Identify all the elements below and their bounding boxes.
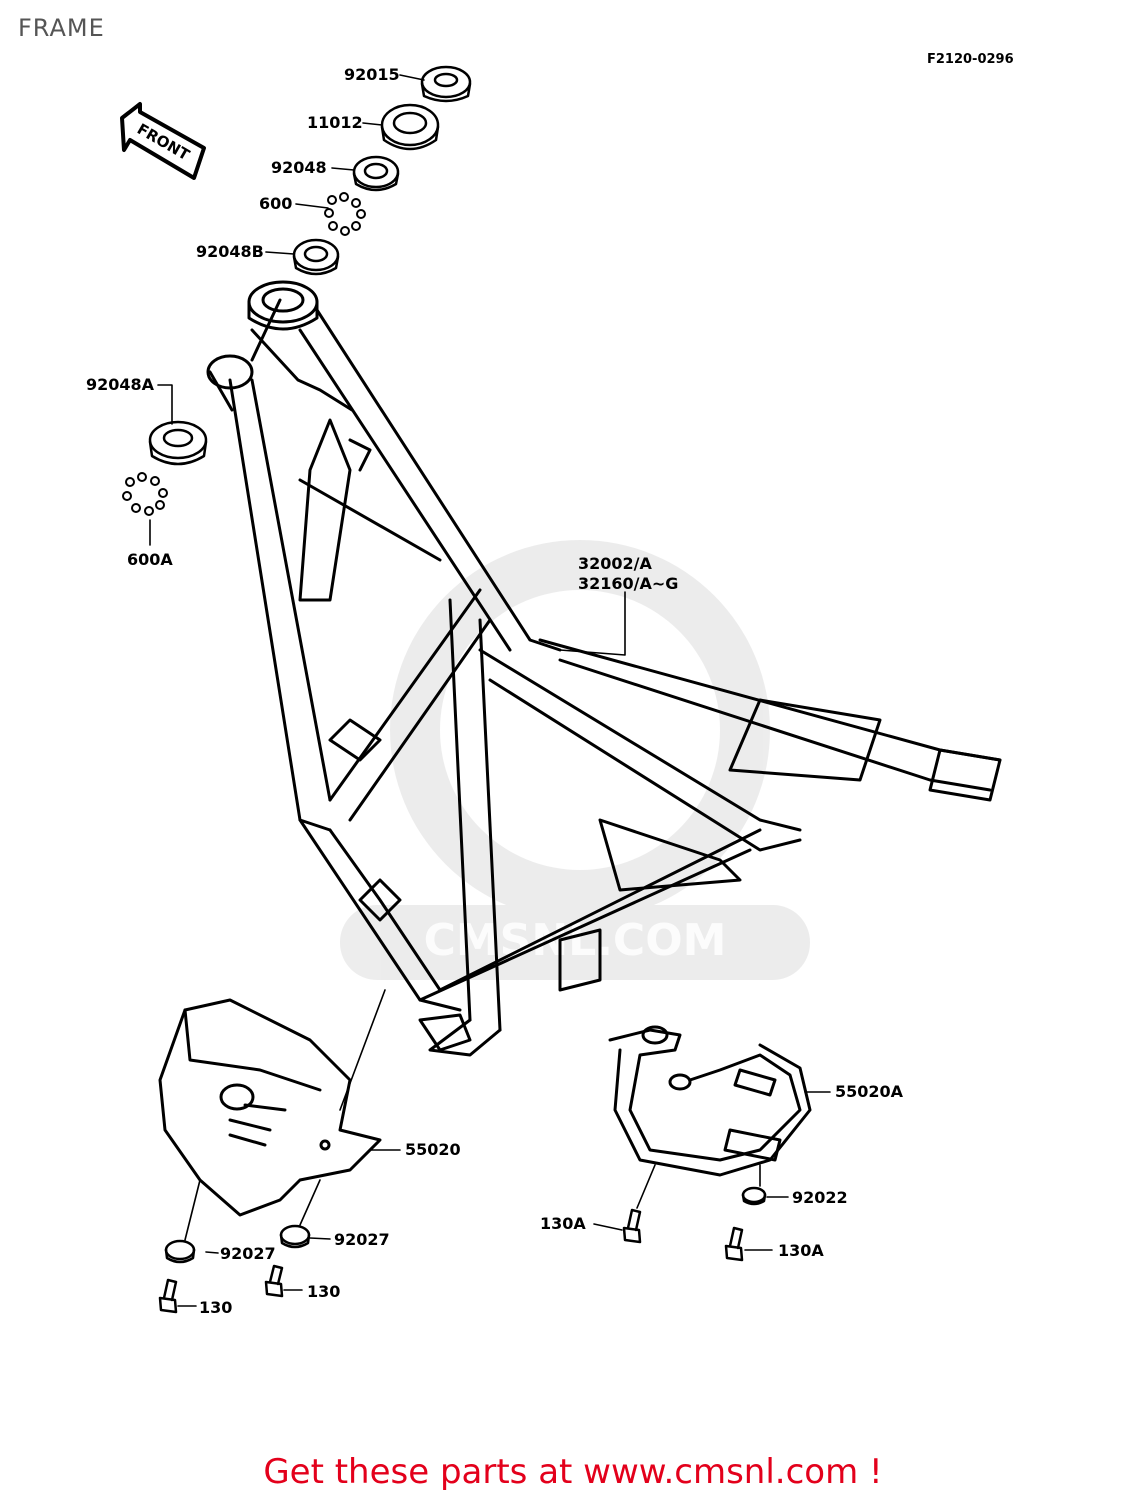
callout-130-right: 130 bbox=[307, 1282, 341, 1301]
nut-92027-right bbox=[279, 1224, 311, 1249]
callout-92022: 92022 bbox=[792, 1188, 848, 1207]
callout-92048: 92048 bbox=[271, 158, 327, 177]
callout-92027-left: 92027 bbox=[220, 1244, 276, 1263]
bolt-130-left bbox=[158, 1278, 178, 1314]
frame-diagram: CMSNL.COM FRONT bbox=[120, 65, 1002, 1314]
watermark-logo bbox=[340, 540, 810, 980]
nut-92027-left bbox=[164, 1239, 196, 1264]
main-frame bbox=[206, 280, 1002, 1057]
nut-92022 bbox=[741, 1186, 767, 1206]
bolt-130a-right bbox=[724, 1226, 744, 1262]
skid-plate-55020 bbox=[158, 998, 382, 1217]
callout-92015: 92015 bbox=[344, 65, 400, 84]
ball-ring-600 bbox=[324, 192, 366, 236]
callout-55020: 55020 bbox=[405, 1140, 461, 1159]
race-92048 bbox=[352, 155, 400, 192]
nut-92015 bbox=[420, 65, 472, 103]
callout-600: 600 bbox=[259, 194, 293, 213]
callout-92048b: 92048B bbox=[196, 242, 264, 261]
callout-32002: 32002/A bbox=[578, 554, 652, 573]
leader-lines bbox=[149, 74, 831, 1307]
callout-11012: 11012 bbox=[307, 113, 363, 132]
ball-ring-600a bbox=[122, 472, 168, 516]
bolt-130a-left bbox=[622, 1208, 642, 1244]
cmsnl-footer-link[interactable]: Get these parts at www.cmsnl.com ! bbox=[263, 1452, 883, 1492]
guard-55020a bbox=[608, 1025, 812, 1177]
seal-11012 bbox=[380, 103, 440, 151]
callout-32160: 32160/A~G bbox=[578, 574, 679, 593]
front-arrow-icon: FRONT bbox=[120, 102, 206, 180]
page-title: FRAME bbox=[18, 14, 105, 42]
callout-600a: 600A bbox=[127, 550, 173, 569]
race-92048b bbox=[292, 238, 340, 276]
race-92048a bbox=[148, 420, 208, 466]
callout-130a-left: 130A bbox=[540, 1214, 586, 1233]
callout-130a-right: 130A bbox=[778, 1241, 824, 1260]
callout-55020a: 55020A bbox=[835, 1082, 904, 1101]
callout-92048a: 92048A bbox=[86, 375, 155, 394]
callout-92027-right: 92027 bbox=[334, 1230, 390, 1249]
bolt-130-right bbox=[264, 1264, 284, 1298]
diagram-code: F2120-0296 bbox=[927, 52, 1014, 67]
callout-130-left: 130 bbox=[199, 1298, 233, 1317]
